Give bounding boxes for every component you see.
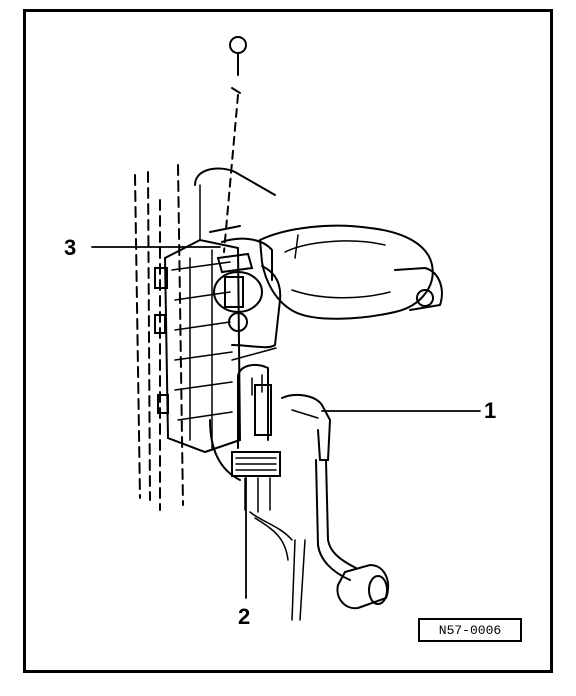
callout-2: 2	[238, 604, 251, 629]
callout-1: 1	[484, 398, 497, 423]
diagram-frame	[23, 9, 553, 673]
cable-end-cylinder	[336, 563, 390, 610]
lower-mechanism	[209, 363, 293, 561]
screw-axis	[223, 94, 239, 253]
door-edge-lines	[134, 164, 184, 511]
upper-bracket	[194, 167, 276, 196]
callout-3: 3	[64, 235, 77, 260]
lock-housing	[154, 238, 242, 454]
lock-mechanism	[209, 225, 282, 361]
operating-rod	[281, 393, 357, 621]
figure-reference-label: N57-0006	[418, 618, 522, 642]
screw-icon	[229, 36, 247, 94]
door-handle	[258, 224, 443, 320]
